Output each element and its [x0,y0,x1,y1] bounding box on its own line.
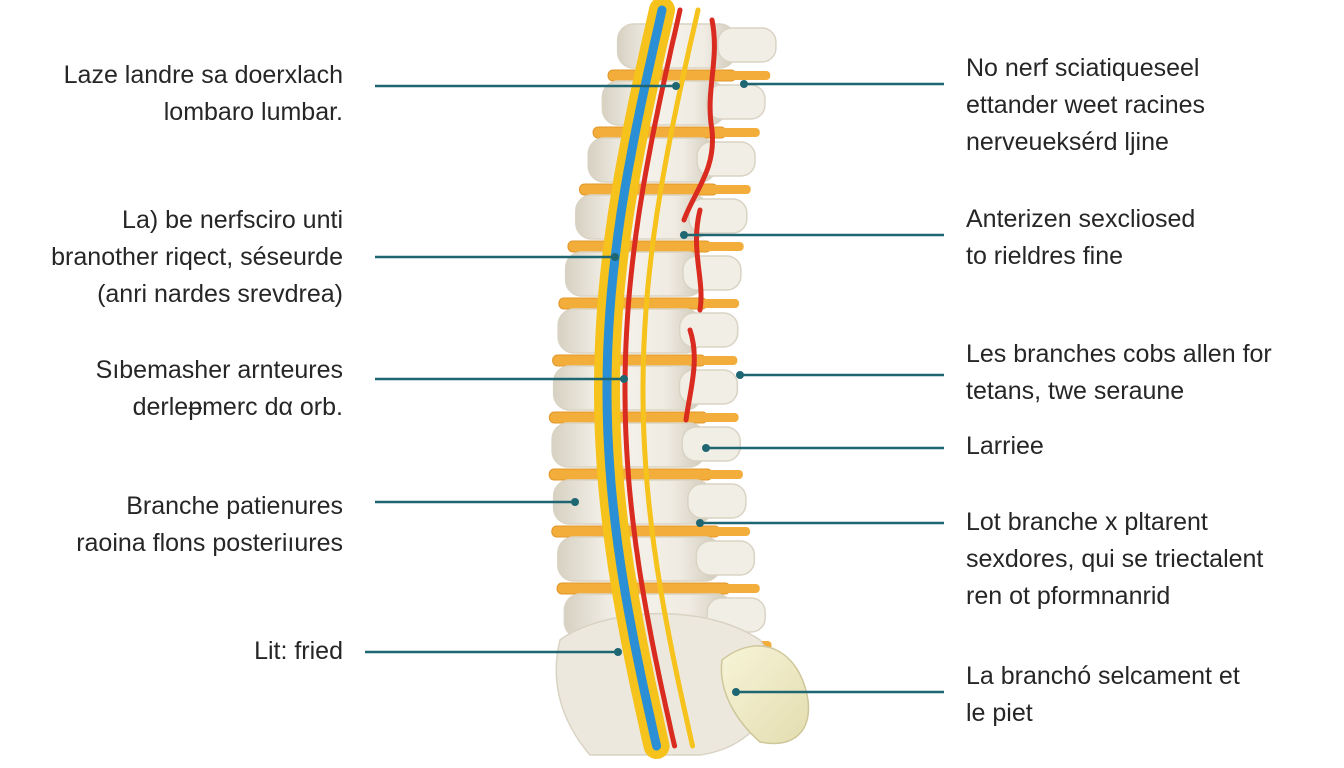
vertebra-process [688,198,748,234]
artery-branch [683,327,697,423]
leader-dot [732,688,740,696]
disc-posterior [703,584,760,593]
leader-dot [740,80,748,88]
label-left-1: Laze landre sa doerxlach lombaro lumbar. [63,61,343,126]
leader-dot [620,375,628,383]
coccyx-bone [720,645,810,745]
leader-dot [611,253,619,261]
leader-dot [702,444,710,452]
leader-dot [680,231,688,239]
disc-posterior [681,356,738,365]
disc-posterior [682,413,739,422]
vertebra-process [706,84,766,120]
label-right-6: La branchó selcament et le piet [966,662,1240,727]
leader-dot [672,82,680,90]
disc-posterior [694,527,751,536]
leader-dot [571,498,579,506]
leader-dot [696,519,704,527]
disc-posterior [686,470,743,479]
label-left-4: Branche patienures raoina flons posteriı… [76,492,343,557]
label-right-5: Lot branche x pltarent sexdores, qui se … [966,508,1264,610]
leader-dot [736,371,744,379]
artery-branch [693,207,704,313]
nerve-yellow-thin [640,7,701,749]
vertebral-column [548,23,810,756]
label-left-3: Sıbemasher arnteures derleᵽmerc dα orb. [95,356,343,421]
disc-posterior [683,299,740,308]
vertebra-process [717,27,777,63]
label-right-1: No nerf sciatiqueseel ettander weet raci… [966,54,1206,156]
vertebra-process [682,255,742,291]
disc-posterior [714,71,771,80]
leader-dot [614,648,622,656]
label-right-2: Anterizen sexcliosed to rieldres fine [966,205,1196,270]
vertebra-process [681,426,741,462]
artery-branch [681,17,717,223]
disc-posterior [687,242,744,251]
label-left-2: La) be nerfsciro unti branother riqect, … [51,206,343,308]
label-right-4: Larriee [966,432,1044,460]
leader-lines [365,80,944,696]
label-right-3: Les branches cobs allen for tetans, twe … [966,340,1272,405]
disc-posterior [694,185,751,194]
label-left-5: Lit: fried [254,637,343,665]
vertebra-process [687,483,747,519]
disc-posterior [703,128,760,137]
vertebra-process [695,540,756,576]
